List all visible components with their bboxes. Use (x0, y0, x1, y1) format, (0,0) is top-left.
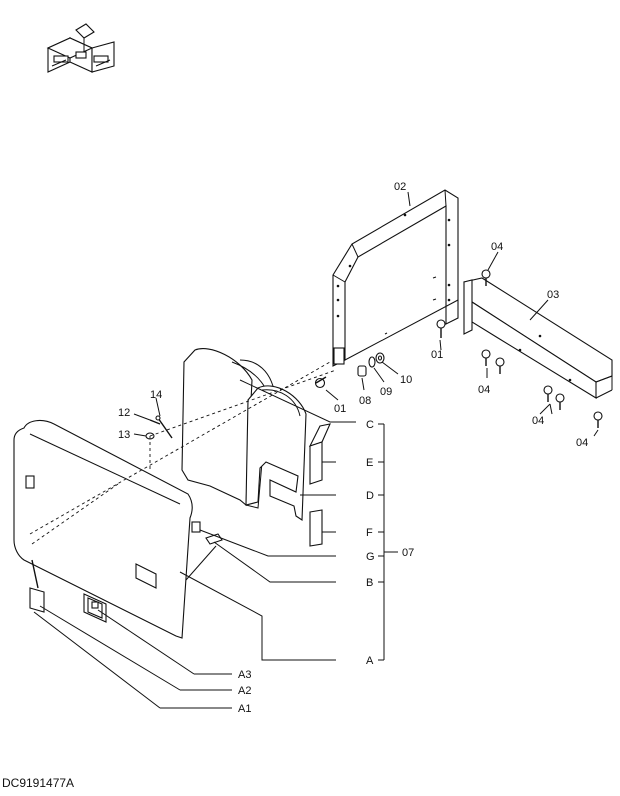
washer-09 (368, 356, 376, 368)
padding-D (245, 385, 307, 522)
drawing-code: DC9191477A (2, 776, 75, 790)
leader-lines (33, 191, 599, 709)
label-A3: A3 (238, 669, 251, 681)
label-12: 12 (118, 407, 130, 419)
label-D: D (366, 490, 374, 502)
bolt-01-right (436, 319, 446, 338)
label-F: F (366, 527, 373, 539)
nut-10 (375, 352, 385, 364)
label-C: C (366, 419, 374, 431)
seal-panel (181, 348, 275, 509)
label-G: G (366, 551, 375, 563)
label-A2: A2 (238, 685, 251, 697)
bolt-04-low (543, 385, 565, 410)
label-13: 13 (118, 429, 130, 441)
label-07: 07 (402, 547, 414, 559)
label-01-right: 01 (431, 349, 443, 361)
label-04-top: 04 (491, 241, 503, 253)
label-10: 10 (400, 374, 412, 386)
pin-14 (155, 415, 173, 439)
clip-12 (149, 419, 161, 425)
bolt-04-mid (481, 349, 505, 374)
label-04-mid: 04 (478, 384, 490, 396)
pad-F (309, 509, 323, 547)
plate-part-03 (463, 277, 613, 399)
washer-08 (357, 365, 367, 377)
bolt-04-end (593, 411, 603, 428)
alignment-lines (29, 361, 337, 581)
label-03: 03 (547, 289, 559, 301)
label-E: E (366, 457, 373, 469)
label-14: 14 (150, 389, 162, 401)
pad-E (308, 423, 331, 485)
label-04-end: 04 (576, 437, 588, 449)
label-01-left: 01 (334, 403, 346, 415)
label-08: 08 (359, 395, 371, 407)
label-02: 02 (394, 181, 406, 193)
door-A (13, 419, 193, 639)
label-A1: A1 (238, 703, 251, 715)
striker-G (191, 521, 201, 533)
orientation-icon (46, 23, 115, 73)
label-B: B (366, 577, 373, 589)
frame-part-02 (332, 189, 459, 367)
label-04-low: 04 (532, 415, 544, 427)
bolt-01-left (314, 376, 327, 389)
label-A: A (366, 655, 374, 667)
bolt-04-top (481, 269, 491, 286)
label-09: 09 (380, 386, 392, 398)
